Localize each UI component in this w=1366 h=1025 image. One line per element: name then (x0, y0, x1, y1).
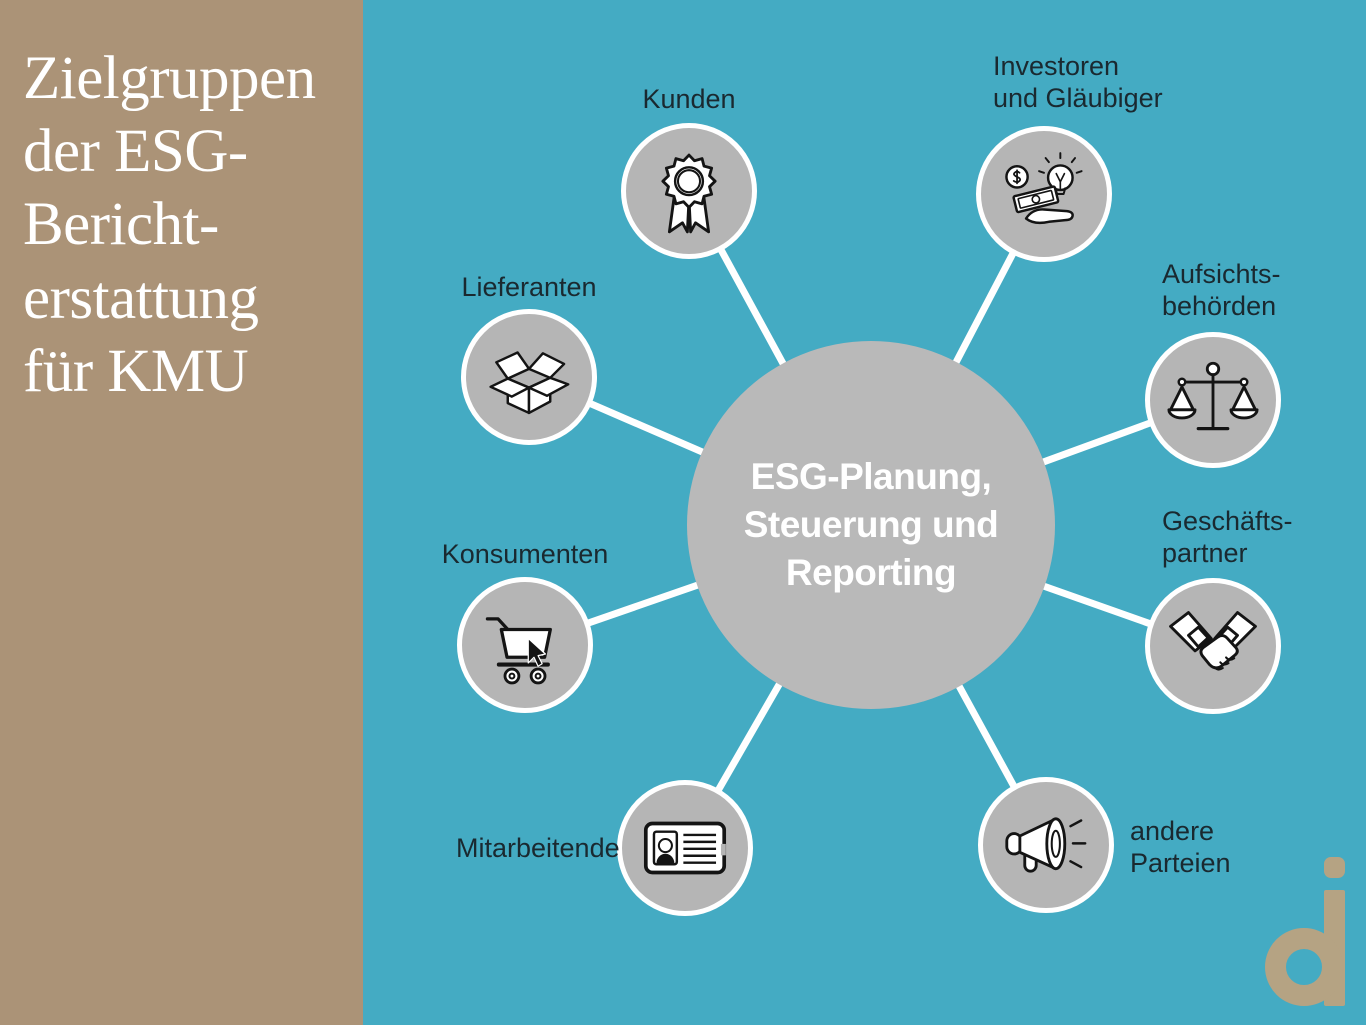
award-ribbon-icon (661, 153, 717, 234)
sidebar: Zielgruppen der ESG- Bericht- erstattung… (0, 0, 363, 1025)
scales-icon (1167, 361, 1259, 431)
page-title-line: Bericht- (23, 191, 219, 259)
node-label-kunden: Kunden (642, 84, 736, 114)
node-label-mitarbeitende: Mitarbeitende (456, 833, 620, 863)
page-title-line: Zielgruppen (23, 45, 316, 112)
node-label-lieferanten: Lieferanten (461, 272, 597, 302)
id-card-icon (643, 821, 727, 875)
logo-bowl (1265, 928, 1343, 1006)
megaphone-icon (1005, 817, 1087, 873)
node-label-aufsichtsbehoerden: Aufsichts- behörden (1162, 259, 1281, 322)
center-hub-label: ESG-Planung, Steuerung und Reporting (743, 455, 999, 594)
node-investoren (976, 126, 1112, 262)
page-title-line: für KMU (23, 337, 249, 405)
node-lieferanten (461, 309, 597, 445)
page-title: Zielgruppen der ESG- Bericht- erstattung… (23, 42, 343, 408)
node-kunden (621, 123, 757, 259)
node-label-investoren: Investoren und Gläubiger (993, 51, 1163, 114)
money-hand-icon (1005, 152, 1083, 225)
node-label-konsumenten: Konsumenten (441, 539, 609, 569)
shopping-cart-icon (485, 617, 552, 685)
node-konsumenten (457, 577, 593, 713)
logo-letter: d (1265, 857, 1266, 858)
page-title-line: der ESG- (23, 118, 248, 186)
node-aufsichtsbehoerden (1145, 332, 1281, 468)
handshake-icon (1169, 611, 1257, 671)
brand-logo: d (1265, 857, 1345, 1006)
node-mitarbeitende (617, 780, 753, 916)
diagram-canvas: ESG-Planung, Steuerung und Reporting Kun… (363, 0, 1366, 1025)
node-geschaeftspartner (1145, 578, 1281, 714)
node-label-geschaeftspartner: Geschäfts- partner (1162, 506, 1293, 569)
node-andere-parteien (978, 777, 1114, 913)
logo-dot (1324, 857, 1345, 878)
open-box-icon (489, 351, 570, 415)
node-label-andere-parteien: andere Parteien (1130, 816, 1231, 879)
center-hub-circle: ESG-Planung, Steuerung und Reporting (687, 341, 1055, 709)
page-title-line: erstattung (23, 264, 259, 332)
